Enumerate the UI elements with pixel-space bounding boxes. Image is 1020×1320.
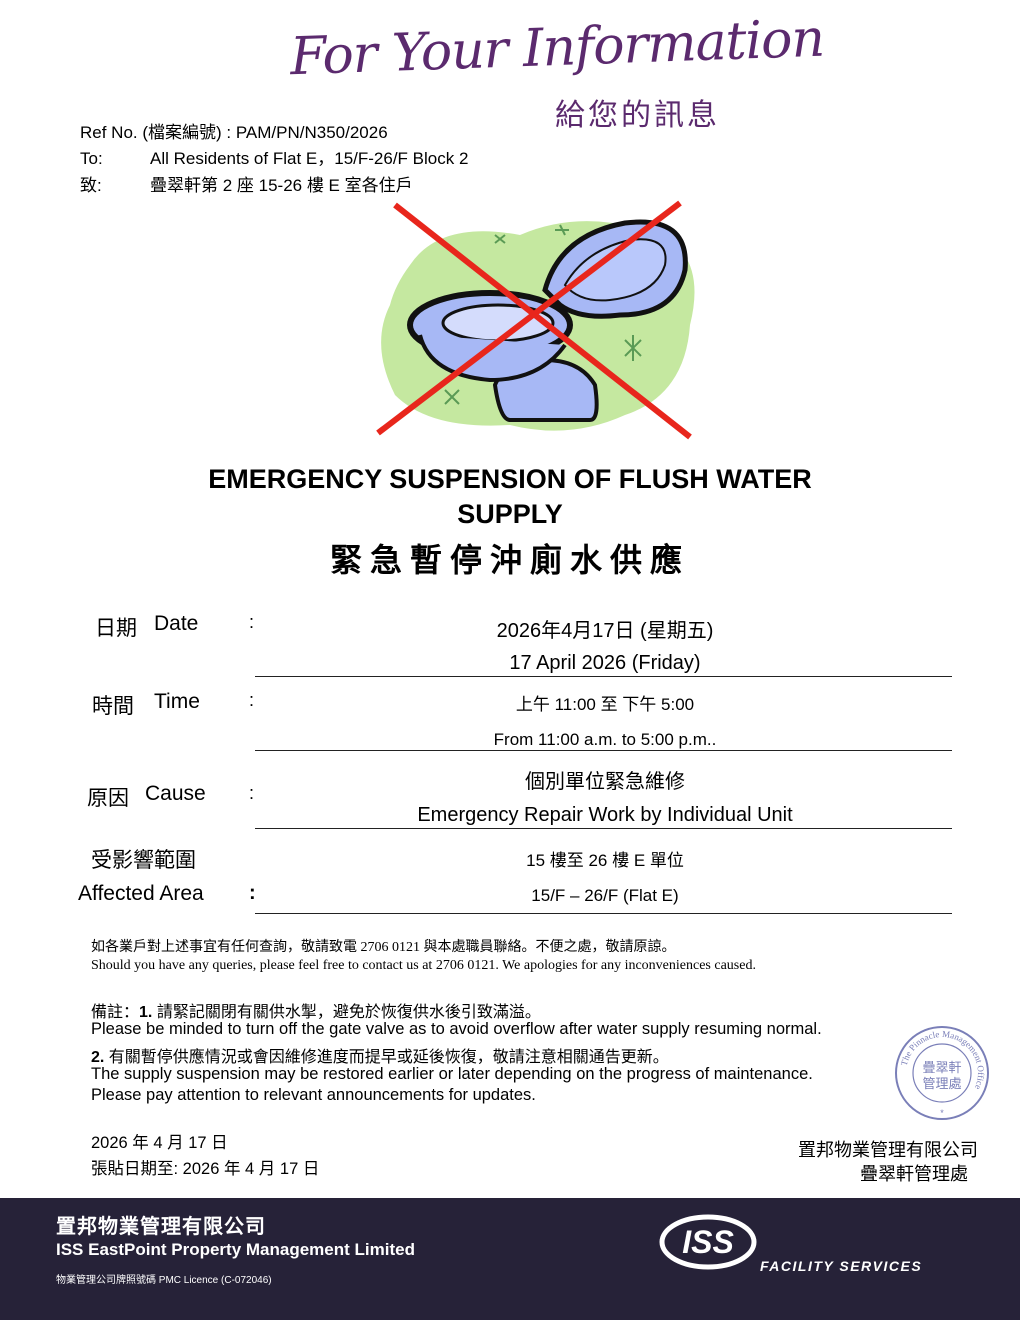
stamp-center-2: 管理處 <box>922 1076 961 1091</box>
enquiry-cn: 如各業戶對上述事宜有任何查詢，敬請致電 2706 0121 與本處職員聯絡。不便… <box>91 940 676 955</box>
date-value-en: 17 April 2026 (Friday) <box>509 652 701 674</box>
remark-1-cn: 備註：1. 請緊記關閉有關供水掣，避免於恢復供水後引致滿溢。 <box>91 998 541 1022</box>
issue-date: 2026 年 4 月 17 日 <box>91 1134 228 1152</box>
remark-2-number: 2. <box>91 1049 105 1066</box>
management-office-stamp: The Pinnacle Management Office 疊翠軒 管理處 * <box>895 1026 989 1120</box>
signature-company: 置邦物業管理有限公司 <box>798 1140 978 1160</box>
footer-bar: 置邦物業管理有限公司 ISS EastPoint Property Manage… <box>0 1198 1020 1320</box>
notice-title-cn: 緊急暫停沖廁水供應 <box>329 542 690 578</box>
date-label-en: Date <box>154 612 199 635</box>
footer-company-cn: 置邦物業管理有限公司 <box>56 1216 266 1238</box>
posting-date: 張貼日期至: 2026 年 4 月 17 日 <box>91 1160 320 1178</box>
date-value-cn: 2026年4月17日 (星期五) <box>496 620 714 642</box>
cause-label-en: Cause <box>145 782 206 805</box>
to-value: All Residents of Flat E，15/F-26/F Block … <box>150 149 469 168</box>
area-label-cn: 受影響範圍 <box>91 849 196 872</box>
remark-2-en-line2: Please pay attention to relevant announc… <box>91 1086 536 1104</box>
iss-logo-text: ISS <box>682 1224 734 1260</box>
time-label-cn: 時間 <box>92 695 134 718</box>
remark-1-cn-text: 請緊記關閉有關供水掣，避免於恢復供水後引致滿溢。 <box>156 1004 541 1021</box>
time-divider <box>255 750 952 751</box>
banner-script-en: For Your Information <box>289 8 825 88</box>
to-cn-label: 致: <box>80 176 102 195</box>
time-colon: : <box>249 690 255 710</box>
to-label: To: <box>80 149 103 168</box>
cause-value-cn: 個別單位緊急維修 <box>525 771 685 793</box>
date-label-cn: 日期 <box>95 617 137 640</box>
banner-script-cn: 給您的訊息 <box>555 98 720 133</box>
area-colon: : <box>249 882 256 904</box>
date-divider <box>255 676 952 677</box>
remark-1-number: 1. <box>139 1004 153 1021</box>
stamp-center-1: 疊翠軒 <box>922 1060 961 1075</box>
time-label-en: Time <box>154 690 200 713</box>
iss-logo: ISS <box>659 1214 757 1270</box>
time-value-en: From 11:00 a.m. to 5:00 p.m.. <box>493 730 717 749</box>
remark-2-cn: 2. 有關暫停供應情況或會因維修進度而提早或延後恢復，敬請注意相關通告更新。 <box>91 1043 669 1067</box>
stamp-star: * <box>940 1108 944 1118</box>
area-label-en: Affected Area <box>78 882 204 905</box>
signature-office: 疊翠軒管理處 <box>860 1164 968 1184</box>
area-value-cn: 15 樓至 26 樓 E 單位 <box>526 851 684 870</box>
area-divider <box>255 913 952 914</box>
time-value-cn: 上午 11:00 至 下午 5:00 <box>515 695 695 714</box>
to-cn-value: 疊翠軒第 2 座 15-26 樓 E 室各住戶 <box>150 176 413 195</box>
remark-1-en: Please be minded to turn off the gate va… <box>91 1020 822 1038</box>
footer-licence: 物業管理公司牌照號碼 PMC Licence (C-072046) <box>56 1275 272 1286</box>
cause-value-en: Emergency Repair Work by Individual Unit <box>417 804 793 826</box>
cause-colon: : <box>249 783 255 803</box>
footer-company-en: ISS EastPoint Property Management Limite… <box>56 1240 415 1259</box>
notice-title-line2: SUPPLY <box>457 499 563 529</box>
notice-title-line1: EMERGENCY SUSPENSION OF FLUSH WATER <box>208 464 812 494</box>
area-value-en: 15/F – 26/F (Flat E) <box>531 886 679 905</box>
remark-2-en-line1: The supply suspension may be restored ea… <box>91 1065 813 1083</box>
footer-tagline: FACILITY SERVICES <box>760 1258 923 1274</box>
remark-2-cn-text: 有關暫停供應情況或會因維修進度而提早或延後恢復，敬請注意相關通告更新。 <box>108 1049 669 1066</box>
remark-label: 備註： <box>91 1004 140 1021</box>
ref-number: Ref No. (檔案編號) : PAM/PN/N350/2026 <box>80 123 388 142</box>
cause-label-cn: 原因 <box>87 787 129 810</box>
date-colon: : <box>249 612 255 632</box>
cause-divider <box>255 828 952 829</box>
enquiry-en: Should you have any queries, please feel… <box>91 958 756 973</box>
crossed-out-toilet-icon <box>376 200 695 440</box>
